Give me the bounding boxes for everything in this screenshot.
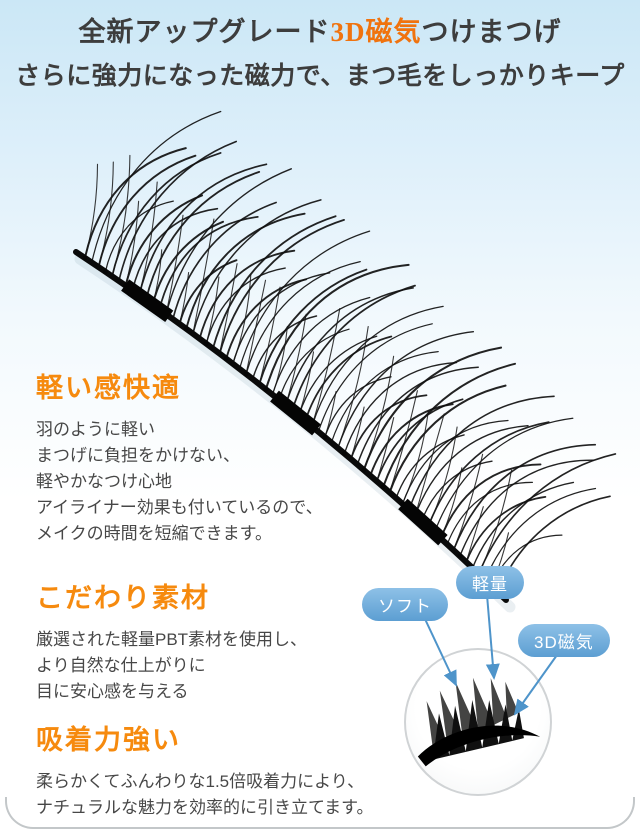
badge-3d-magnet: 3D磁気 <box>518 624 610 657</box>
feature-line: メイクの時間を短縮できます。 <box>36 524 272 543</box>
feature-heading: こだわり素材 <box>36 583 210 613</box>
lash-fan-illustration <box>417 677 541 767</box>
title-accent: 3D磁気 <box>330 17 422 47</box>
feature-line: アイライナー効果も付いているので、 <box>36 498 323 517</box>
title-part2: つけまつげ <box>421 17 562 47</box>
feature-line: まつげに負担をかけない、 <box>36 446 240 465</box>
feature-section-material: こだわり素材 厳選された軽量PBT素材を使用し、 より自然な仕上がりに 目に安心… <box>36 576 416 705</box>
feature-line: 目に安心感を与える <box>36 682 189 701</box>
feature-heading: 吸着力強い <box>36 725 181 755</box>
feature-line: 厳選された軽量PBT素材を使用し、 <box>36 630 308 649</box>
title-line1: 全新アップグレード3D磁気つけまつげ <box>0 10 640 49</box>
feature-line: 軽やかなつけ心地 <box>36 472 172 491</box>
feature-line: より自然な仕上がりに <box>36 656 206 675</box>
feature-line: ナチュラルな魅力を効率的に引き立てます。 <box>36 798 374 817</box>
feature-heading: 軽い感快適 <box>36 373 181 403</box>
feature-line: 羽のように軽い <box>36 420 155 439</box>
title-subtitle: さらに強力になった磁力で、まつ毛をしっかりキープ <box>15 63 625 90</box>
title-part1: 全新アップグレード <box>78 17 331 47</box>
feature-section-adhesion: 吸着力強い 柔らかくてふんわりな1.5倍吸着力により、 ナチュラルな魅力を効率的… <box>36 718 416 821</box>
feature-line: 柔らかくてふんわりな1.5倍吸着力により、 <box>36 772 365 791</box>
badge-soft: ソフト <box>362 588 448 621</box>
page-title: 全新アップグレード3D磁気つけまつげ さらに強力になった磁力で、まつ毛をしっかり… <box>0 10 640 92</box>
lash-material-closeup <box>404 648 552 796</box>
feature-section-lightweight: 軽い感快適 羽のように軽い まつげに負担をかけない、 軽やかなつけ心地 アイライ… <box>36 366 416 547</box>
badge-lightweight: 軽量 <box>456 566 524 599</box>
